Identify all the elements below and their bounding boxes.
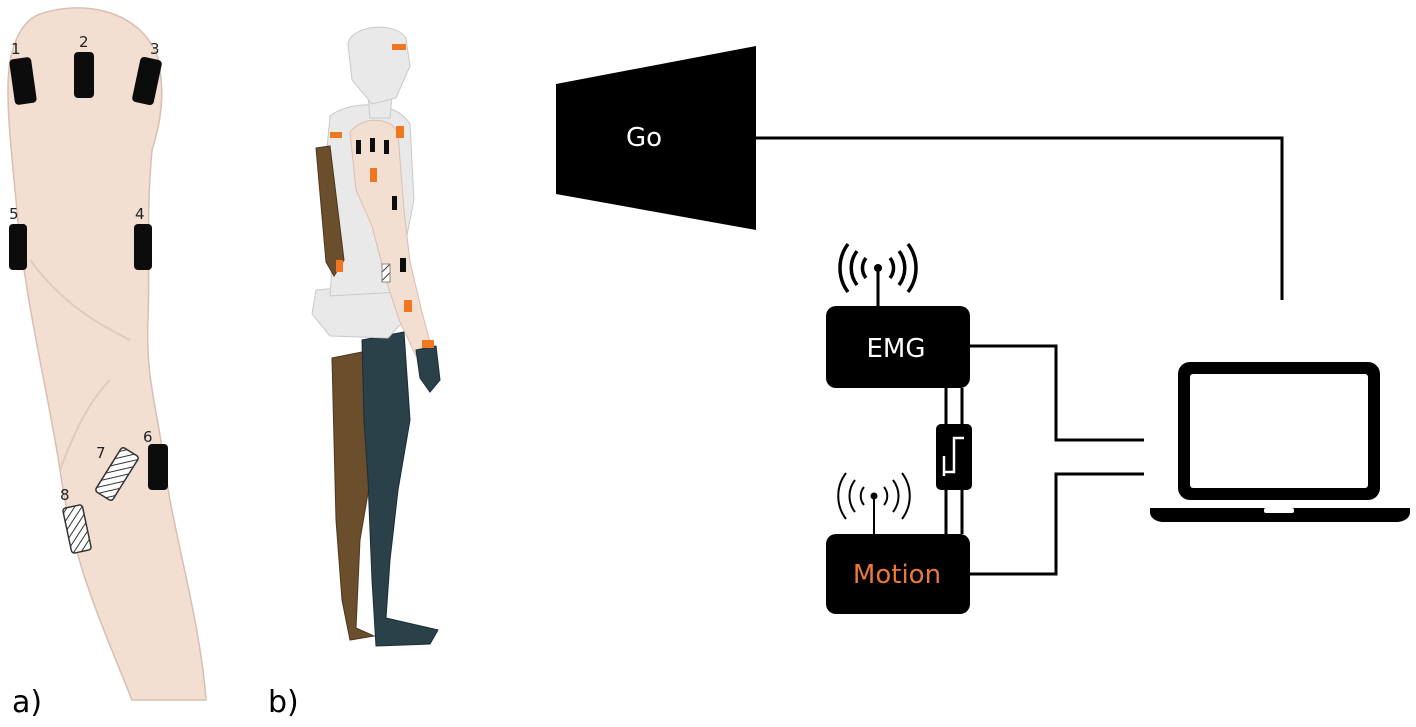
electrode-label-1: 1 [11, 40, 21, 58]
arm-shape [7, 7, 207, 701]
model-head [347, 26, 411, 105]
motion-marker [370, 168, 377, 182]
electrode-4 [134, 224, 152, 270]
electrode-label-2: 2 [79, 33, 89, 51]
motion-marker [396, 126, 404, 138]
emg-box [826, 306, 970, 388]
go-screen-label: Go [626, 123, 662, 153]
electrode-1 [9, 57, 37, 105]
electrode-label-8: 8 [60, 486, 70, 504]
motion-marker [336, 260, 343, 272]
electrode-label-7: 7 [96, 444, 106, 462]
emg-label: EMG [866, 334, 925, 364]
electrode-label-6: 6 [143, 428, 153, 446]
model-electrode [384, 140, 389, 154]
sync-pulse-waveform [944, 436, 964, 474]
motion-to-laptop-wire [970, 472, 1144, 576]
panel-label-b: b) [268, 685, 299, 720]
electrode-label-3: 3 [150, 40, 160, 58]
electrode-2 [74, 52, 94, 98]
arm-illustration: 1 2 3 4 5 6 7 8 [7, 7, 207, 701]
electrode-8 [62, 504, 92, 554]
model-electrode [370, 138, 375, 152]
motion-label: Motion [853, 560, 941, 590]
motion-marker [404, 300, 412, 312]
model-hand [415, 345, 441, 393]
laptop-icon [1150, 362, 1410, 522]
electrode-6 [148, 444, 168, 490]
setup-diagram: Go EMG Motion [556, 46, 1410, 614]
electrode-5 [9, 224, 27, 270]
go-screen [556, 46, 756, 230]
model-right-leg [361, 331, 439, 647]
emg-to-laptop-wire [970, 344, 1144, 442]
panel-label-a: a) [12, 685, 42, 720]
model-electrode [392, 196, 397, 210]
motion-marker [422, 340, 434, 348]
arm-muscle-contour [29, 259, 131, 471]
electrode-label-4: 4 [135, 205, 145, 223]
model-electrode [356, 140, 361, 154]
model-hatched-electrode [381, 263, 391, 283]
motion-wireless-signal-icon [837, 472, 911, 534]
motion-marker [392, 44, 406, 50]
motion-marker [330, 132, 342, 138]
emg-wireless-signal-icon [838, 242, 918, 306]
electrode-7 [95, 447, 139, 501]
motion-box [826, 534, 970, 614]
humanoid-model [311, 26, 441, 647]
model-electrode [400, 258, 406, 272]
screen-to-laptop-wire [756, 136, 1284, 300]
electrode-3 [132, 56, 162, 106]
electrode-label-5: 5 [9, 205, 19, 223]
